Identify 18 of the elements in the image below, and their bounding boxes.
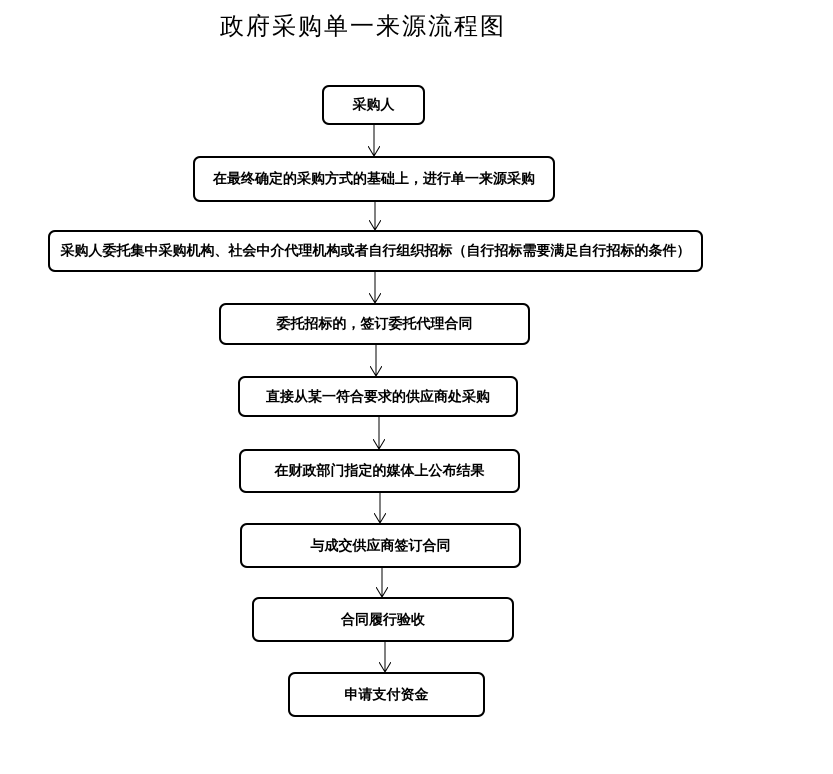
arrow [370,344,382,376]
arrow [376,568,388,598]
arrow [368,124,380,156]
arrow [378,642,392,672]
process-box: 直接从某一符合要求的供应商处采购 [238,376,518,417]
arrow [374,492,386,524]
process-box: 在财政部门指定的媒体上公布结果 [239,449,520,493]
process-box: 委托招标的，签订委托代理合同 [219,303,530,345]
process-box: 采购人委托集中采购机构、社会中介代理机构或者自行组织招标（自行招标需要满足自行招标的条件） [48,230,703,272]
process-box: 在最终确定的采购方式的基础上，进行单一来源采购 [193,156,555,202]
arrow [372,416,386,450]
arrow [368,272,382,304]
process-box: 合同履行验收 [252,597,514,642]
process-box: 采购人 [322,85,425,125]
diagram-title: 政府采购单一来源流程图 [219,11,507,42]
process-box: 申请支付资金 [288,672,485,717]
process-box: 与成交供应商签订合同 [240,523,521,568]
arrow [368,202,382,230]
